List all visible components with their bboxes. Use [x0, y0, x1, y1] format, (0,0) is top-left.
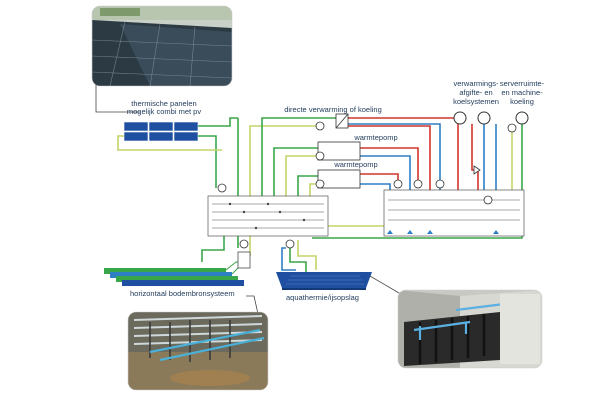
- horizontal-ground-collector: [104, 251, 251, 286]
- central-manifold: [207, 195, 329, 237]
- heatpump-2-label: warmtepomp: [333, 160, 377, 169]
- heatpump-2-box: [317, 169, 361, 189]
- leader-line-aquathermie: [369, 275, 405, 297]
- horizontal-ground-label: horizontaal bodembronsysteem: [130, 289, 235, 298]
- server-cooling-label-2: en machine-: [501, 88, 543, 97]
- thermal-panels-label-2: mogelijk combi met pv: [127, 107, 201, 116]
- thermal-panel-array: [123, 121, 199, 142]
- leader-line-ground: [246, 295, 259, 315]
- circulation-pumps: [217, 121, 517, 249]
- ice-storage-tank-photo: [397, 289, 543, 369]
- valve-icon: [473, 165, 481, 175]
- heat-emitters: [453, 111, 529, 125]
- aquathermie-label: aquathermie/ijsopslag: [286, 293, 359, 302]
- heating-systems-label-1: verwarmings-: [453, 79, 499, 88]
- server-cooling-label-1: serverruimte-: [500, 79, 545, 88]
- aquathermie-storage: [276, 272, 372, 290]
- thermal-panels-label-1: thermische panelen: [131, 99, 196, 108]
- heatpump-1-label: warmtepomp: [353, 133, 397, 142]
- heatpump-1-box: [317, 141, 361, 161]
- server-cooling-label-3: koeling: [510, 97, 534, 106]
- heating-systems-label-3: koelsystemen: [453, 97, 499, 106]
- solar-roof-photo: [91, 5, 233, 87]
- leader-line-panels: [95, 84, 140, 113]
- heat-exchanger: [335, 113, 349, 129]
- direct-heating-label: directe verwarming of koeling: [284, 105, 382, 114]
- distribution-manifold: [383, 189, 525, 237]
- heating-systems-label-2: afgifte- en: [459, 88, 492, 97]
- ground-collector-photo: [127, 311, 269, 391]
